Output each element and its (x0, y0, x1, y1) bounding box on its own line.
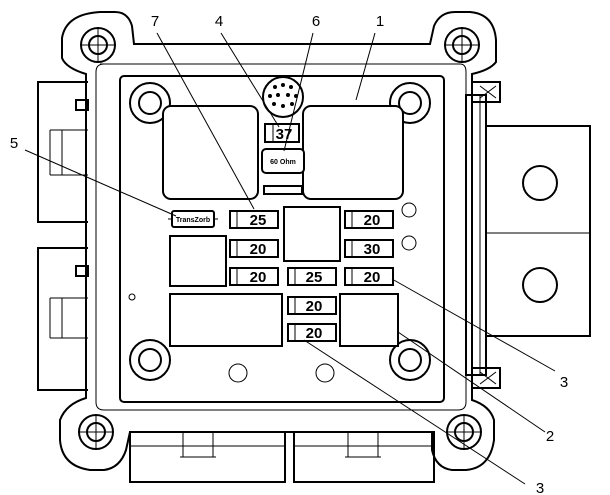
small-hole (315, 363, 335, 383)
fuse-20-row4: 20 (287, 296, 337, 315)
small-hole (128, 293, 136, 301)
callout-leaders (24, 32, 556, 485)
fuse-label: 25 (250, 212, 267, 229)
left-connector-upper (37, 81, 89, 223)
callout-6: 6 (312, 13, 320, 30)
inner-boss-top-left (129, 82, 171, 124)
bottom-connector-left (129, 431, 286, 483)
small-hole (401, 235, 417, 251)
fuse-label: 20 (306, 298, 323, 315)
relay-lower-left (169, 293, 283, 347)
callout-7: 7 (151, 13, 159, 30)
fuse-20-row3-c: 20 (344, 267, 394, 286)
right-mounting-bracket (465, 81, 591, 389)
relay-lower-right (339, 293, 399, 347)
mounting-hole-bottom-left (78, 414, 114, 450)
fuse-20-row5: 20 (287, 323, 337, 342)
small-hole (401, 202, 417, 218)
fuse-label: 20 (250, 241, 267, 258)
inner-panel (119, 75, 445, 403)
mounting-hole-top-right (444, 27, 480, 63)
transzorb-diode: TransZorb (168, 210, 218, 228)
fuse-20-row3-a: 20 (229, 267, 279, 286)
relay-left-small (169, 235, 227, 287)
fuse-37: 37 (264, 123, 300, 143)
fuse-20-row1: 20 (344, 210, 394, 229)
relay-center (283, 206, 341, 262)
relay-upper-right (302, 105, 404, 200)
fuse-25-row3-b: 25 (287, 267, 337, 286)
inner-boss-top-right (389, 82, 431, 124)
callout-4: 4 (215, 13, 223, 30)
small-hole (228, 363, 248, 383)
callout-3-upper: 3 (560, 374, 568, 391)
fuse-label: 20 (250, 269, 267, 286)
fuse-label: 25 (306, 269, 323, 286)
inner-boss-bottom-left (129, 339, 171, 381)
fuse-30-row2: 30 (344, 239, 394, 258)
fuse-label: 20 (364, 269, 381, 286)
fuse-20-row2: 20 (229, 239, 279, 258)
resistor-60-ohm: 60 Ohm (261, 148, 305, 195)
fuse-label: 20 (306, 325, 323, 342)
resistor-label: 60 Ohm (270, 159, 296, 166)
housing-outline (59, 11, 497, 471)
fuse-label: 20 (364, 212, 381, 229)
fuse-37-label: 37 (276, 126, 293, 143)
fuse-label: 30 (364, 241, 381, 258)
callout-2: 2 (546, 428, 554, 445)
mounting-hole-top-left (80, 27, 116, 63)
housing-inner-outline (95, 63, 467, 411)
diode-label: TransZorb (176, 217, 210, 224)
relay-upper-left (162, 105, 259, 200)
diagnostic-connector (262, 76, 304, 118)
callout-1: 1 (376, 13, 384, 30)
fuse-25-row1: 25 (229, 210, 279, 229)
left-connector-lower (37, 247, 89, 391)
bottom-connector-right (293, 431, 435, 483)
callout-5: 5 (10, 135, 18, 152)
callout-3-lower: 3 (536, 480, 544, 495)
